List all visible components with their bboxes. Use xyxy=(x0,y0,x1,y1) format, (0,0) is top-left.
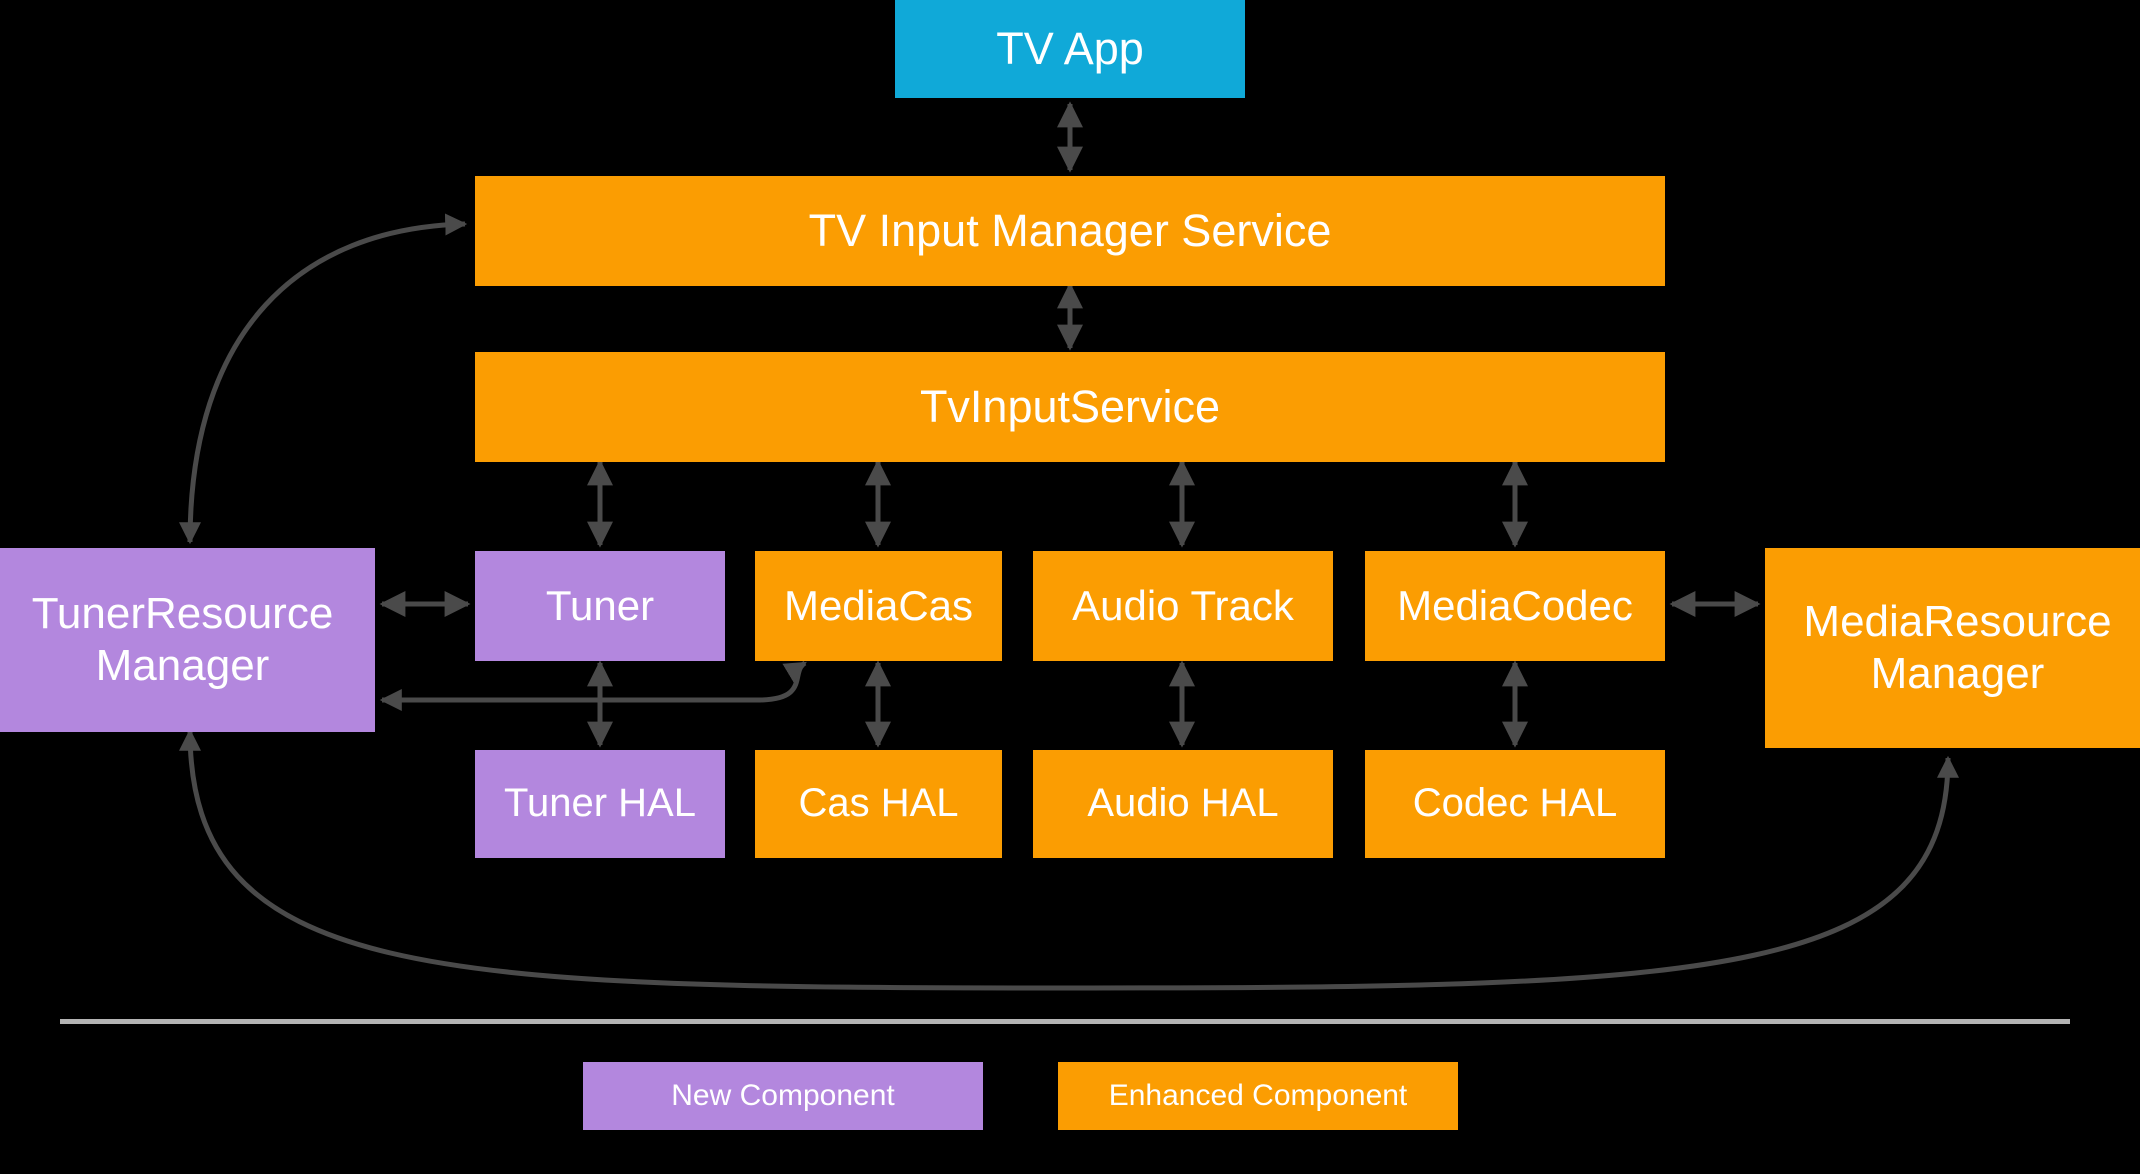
node-media-cas[interactable]: MediaCas xyxy=(755,551,1002,661)
node-tv-input-manager-service[interactable]: TV Input Manager Service xyxy=(475,176,1665,286)
arrow-tunerresourcemanager-to-tvinputmanagerservice xyxy=(179,213,468,545)
node-cas-hal-label: Cas HAL xyxy=(798,781,959,826)
node-tv-app-label: TV App xyxy=(996,23,1144,75)
node-tuner-hal[interactable]: Tuner HAL xyxy=(475,750,725,858)
node-tv-app[interactable]: TV App xyxy=(895,0,1245,98)
node-media-codec[interactable]: MediaCodec xyxy=(1365,551,1665,661)
node-tuner-resource-manager-label: TunerResource Manager xyxy=(31,589,334,690)
legend-divider xyxy=(60,1019,2070,1024)
node-media-resource-manager-label: MediaResource Manager xyxy=(1803,597,2112,698)
node-codec-hal[interactable]: Codec HAL xyxy=(1365,750,1665,858)
node-tv-input-service-label: TvInputService xyxy=(919,381,1221,433)
node-audio-hal[interactable]: Audio HAL xyxy=(1033,750,1333,858)
legend-new-component-label: New Component xyxy=(671,1079,895,1112)
node-tuner-label: Tuner xyxy=(545,582,655,630)
node-codec-hal-label: Codec HAL xyxy=(1412,781,1618,826)
node-media-cas-label: MediaCas xyxy=(783,582,974,630)
node-cas-hal[interactable]: Cas HAL xyxy=(755,750,1002,858)
node-audio-hal-label: Audio HAL xyxy=(1087,781,1279,826)
node-tuner[interactable]: Tuner xyxy=(475,551,725,661)
node-tv-input-manager-service-label: TV Input Manager Service xyxy=(808,205,1332,257)
node-media-codec-label: MediaCodec xyxy=(1397,582,1633,630)
legend-new-component: New Component xyxy=(583,1062,983,1130)
node-tuner-resource-manager[interactable]: TunerResource Manager xyxy=(0,548,375,732)
legend-enhanced-component-label: Enhanced Component xyxy=(1108,1079,1408,1112)
node-tuner-hal-label: Tuner HAL xyxy=(504,781,696,826)
arrow-tunerresourcemanager-to-mediacas xyxy=(379,660,807,712)
node-tv-input-service[interactable]: TvInputService xyxy=(475,352,1665,462)
node-media-resource-manager[interactable]: MediaResource Manager xyxy=(1765,548,2140,748)
node-audio-track-label: Audio Track xyxy=(1072,582,1294,630)
legend-enhanced-component: Enhanced Component xyxy=(1058,1062,1458,1130)
node-audio-track[interactable]: Audio Track xyxy=(1033,551,1333,661)
